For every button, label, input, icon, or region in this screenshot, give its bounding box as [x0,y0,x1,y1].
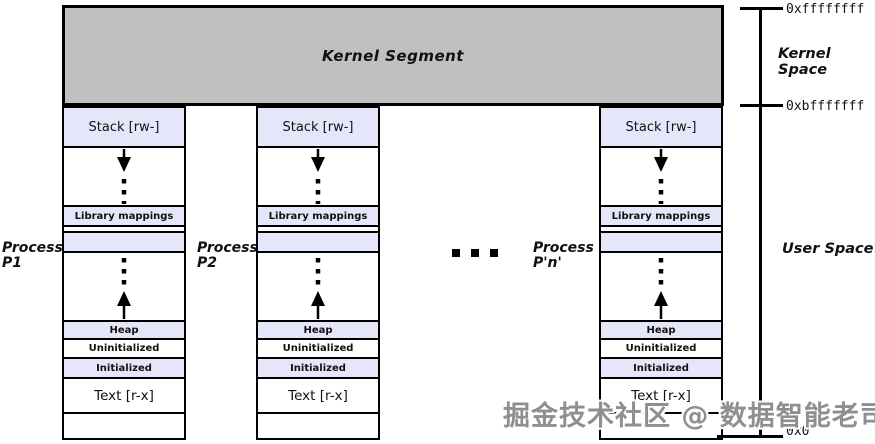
uninitialized-segment: Uninitialized [599,338,723,359]
initialized-segment: Initialized [256,357,380,379]
user-space-label: User Space [782,241,874,257]
heap-growth-arrow-icon [311,258,325,319]
heap-segment: Heap [62,320,186,340]
text-segment: Text [r-x] [599,377,723,414]
library-mappings-label: Library mappings [268,210,368,222]
stack-label: Stack [rw-] [625,119,697,135]
memory-mapping-segment [599,231,723,253]
heap-label: Heap [109,324,139,336]
initialized-label: Initialized [290,362,346,374]
heap-label: Heap [303,324,333,336]
text-label: Text [r-x] [94,387,154,404]
initialized-segment: Initialized [62,357,186,379]
empty-bottom-segment [256,412,380,440]
heap-growth-arrow-icon [117,258,131,319]
memory-mapping-segment [256,231,380,253]
watermark-text: 掘金技术社区 @ 数据智能老司机 [503,401,875,432]
heap-growth-region [62,251,186,322]
empty-bottom-segment [62,412,186,440]
library-mappings-label: Library mappings [611,210,711,222]
ellipsis-icon [452,249,498,257]
process-p1-column: Stack [rw-] Library mappings Heap Uninit… [62,106,186,440]
kernel-space-label: Kernel Space [778,46,831,78]
library-mappings-segment: Library mappings [62,205,186,227]
text-segment: Text [r-x] [256,377,380,414]
stack-growth-region [62,146,186,207]
heap-label: Heap [646,324,676,336]
uninitialized-segment: Uninitialized [256,338,380,359]
stack-growth-arrow-icon [117,149,131,204]
memory-mapping-segment [62,231,186,253]
stack-label: Stack [rw-] [282,119,354,135]
kernel-segment-label: Kernel Segment [322,46,464,65]
tick-0x0 [717,435,783,438]
initialized-segment: Initialized [599,357,723,379]
library-mappings-segment: Library mappings [599,205,723,227]
text-label: Text [r-x] [288,387,348,404]
initialized-label: Initialized [96,362,152,374]
stack-segment: Stack [rw-] [256,106,380,148]
stack-label: Stack [rw-] [88,119,160,135]
heap-segment: Heap [599,320,723,340]
text-label: Text [r-x] [631,387,691,404]
uninitialized-segment: Uninitialized [62,338,186,359]
uninitialized-label: Uninitialized [88,343,160,354]
process-pn-column: Stack [rw-] Library mappings Heap Uninit… [599,106,723,440]
heap-growth-arrow-icon [654,258,668,319]
stack-growth-region [599,146,723,207]
uninitialized-label: Uninitialized [625,343,697,354]
process-p2-column: Stack [rw-] Library mappings Heap Uninit… [256,106,380,440]
stack-growth-arrow-icon [654,149,668,204]
library-mappings-label: Library mappings [74,210,174,222]
stack-segment: Stack [rw-] [62,106,186,148]
stack-growth-region [256,146,380,207]
stack-segment: Stack [rw-] [599,106,723,148]
kernel-segment-box: Kernel Segment [62,5,724,106]
library-mappings-segment: Library mappings [256,205,380,227]
stack-growth-arrow-icon [311,149,325,204]
tick-0xffffffff [740,7,783,10]
heap-growth-region [256,251,380,322]
address-bottom: 0x0 [786,424,810,439]
address-kernel-user-boundary: 0xbfffffff [786,99,865,114]
address-axis-line [759,7,762,438]
text-segment: Text [r-x] [62,377,186,414]
heap-growth-region [599,251,723,322]
uninitialized-label: Uninitialized [282,343,354,354]
heap-segment: Heap [256,320,380,340]
tick-0xbfffffff [740,104,783,107]
empty-bottom-segment [599,412,723,440]
address-top: 0xffffffff [786,2,865,17]
initialized-label: Initialized [633,362,689,374]
